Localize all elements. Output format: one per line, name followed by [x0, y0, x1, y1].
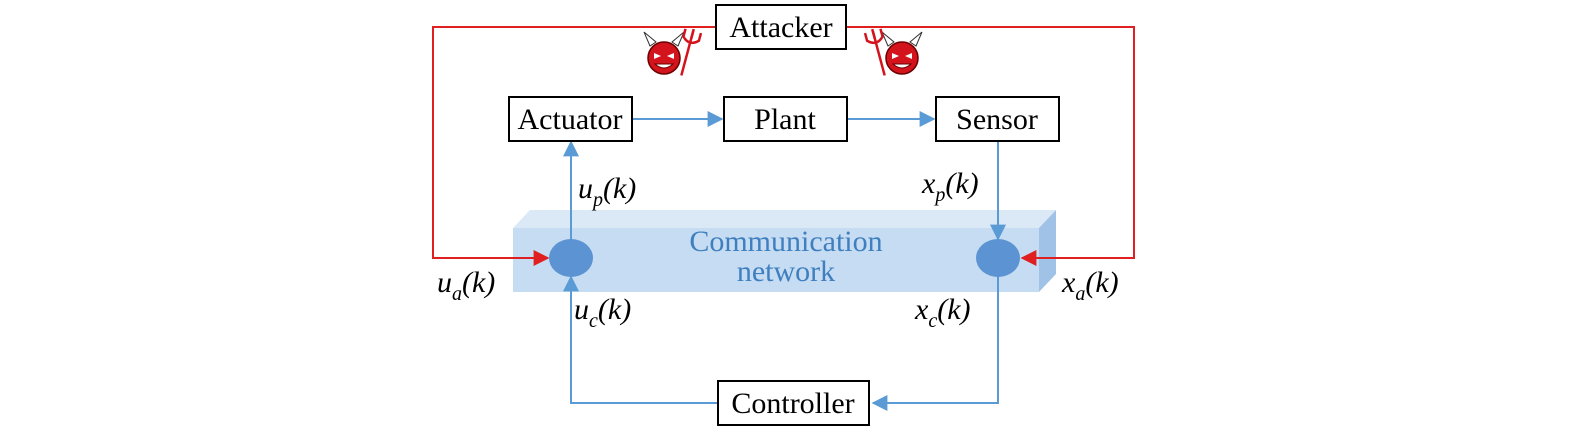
controller-to-network-line: [563, 275, 718, 404]
network-node-left: [549, 239, 593, 277]
signal-label-up: up(k): [578, 172, 636, 211]
attacker-block: Attacker: [715, 4, 847, 50]
actuator-label: Actuator: [518, 103, 623, 136]
signal-label-uc: uc(k): [574, 293, 631, 332]
devil-icon: [863, 25, 923, 79]
sensor-label: Sensor: [956, 103, 1038, 136]
controller-label: Controller: [731, 387, 854, 420]
devil-icon: [643, 25, 703, 79]
network-label-line2: network: [737, 255, 835, 288]
communication-network-bar: [513, 210, 1056, 292]
signal-label-xp: xp(k): [921, 167, 979, 206]
sensor-block: Sensor: [935, 96, 1060, 142]
network-node-right: [976, 239, 1020, 277]
signal-label-xc: xc(k): [914, 293, 971, 332]
plant-label: Plant: [754, 103, 816, 136]
actuator-block: Actuator: [508, 96, 633, 142]
signal-label-xa: xa(k): [1061, 266, 1119, 305]
network-label-line1: Communication: [689, 225, 882, 258]
attack-path-left: [432, 26, 716, 266]
attack-path-right: [846, 26, 1135, 266]
attacker-label: Attacker: [729, 11, 832, 44]
signal-label-ua: ua(k): [437, 266, 495, 305]
controller-block: Controller: [717, 380, 870, 426]
network-to-controller-line: [871, 275, 999, 411]
plant-block: Plant: [723, 96, 848, 142]
